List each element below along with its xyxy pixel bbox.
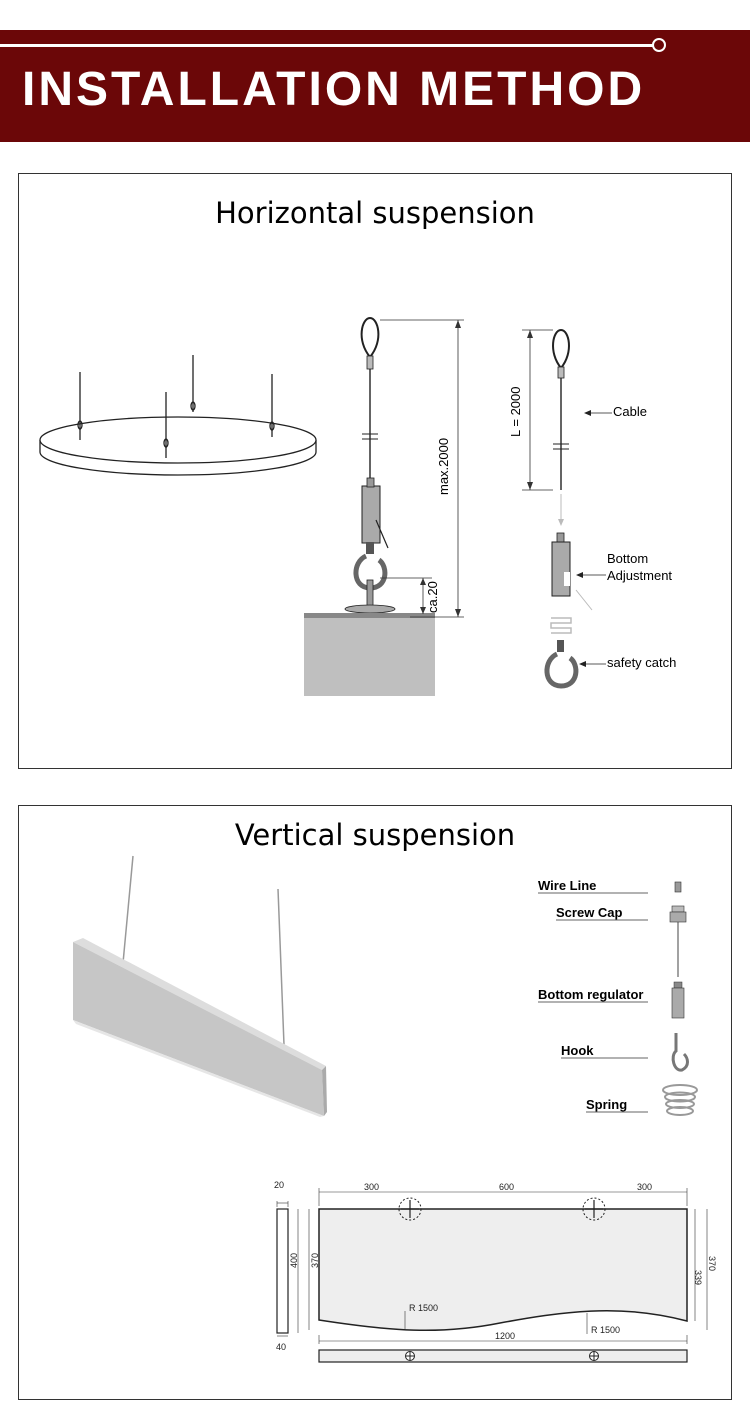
dim-height-339: 339 xyxy=(693,1270,703,1285)
safety-catch-label: safety catch xyxy=(607,655,676,670)
dim-length-1200: 1200 xyxy=(495,1331,515,1341)
dim-radius-2: R 1500 xyxy=(591,1325,620,1335)
round-panel-illustration xyxy=(39,355,317,476)
wire-line-label: Wire Line xyxy=(538,878,596,893)
dim-width-40: 40 xyxy=(276,1342,286,1352)
dim-width-20: 20 xyxy=(274,1180,284,1190)
dim-300-right: 300 xyxy=(637,1182,652,1192)
max-length-label: max.2000 xyxy=(436,438,451,495)
header-rule xyxy=(0,44,656,47)
dim-height-370-right: 370 xyxy=(707,1256,717,1271)
header-banner: INSTALLATION METHOD xyxy=(0,30,750,142)
vertical-title: Vertical suspension xyxy=(234,818,516,852)
exploded-parts: L = 2000 Cable Bottom Adjustment safety … xyxy=(508,328,676,689)
suspension-assembly: max.2000 ca.20 xyxy=(304,316,464,696)
cable-label: Cable xyxy=(613,404,647,419)
spring-label: Spring xyxy=(586,1097,627,1112)
dim-height-400: 400 xyxy=(289,1253,299,1268)
screw-cap-label: Screw Cap xyxy=(556,905,623,920)
cable-length-label: L = 2000 xyxy=(508,387,523,437)
bottom-regulator-label: Bottom regulator xyxy=(538,987,643,1002)
linear-light-illustration xyxy=(73,855,327,1117)
ca-label: ca.20 xyxy=(425,581,440,613)
horizontal-title: Horizontal suspension xyxy=(215,196,535,230)
adjustment-label: Adjustment xyxy=(607,568,672,583)
dim-600: 600 xyxy=(499,1182,514,1192)
dim-300-left: 300 xyxy=(364,1182,379,1192)
bottom-label: Bottom xyxy=(607,551,648,566)
dim-height-370: 370 xyxy=(310,1253,320,1268)
vertical-parts-list: Wire Line Screw Cap Bottom regulator Hoo… xyxy=(538,878,698,1116)
dim-radius-1: R 1500 xyxy=(409,1303,438,1313)
header-rule-end-dot xyxy=(652,38,666,52)
page-title: INSTALLATION METHOD xyxy=(22,63,646,116)
dimension-drawing: 20 40 400 370 300 600 300 R 1500 R 1500 … xyxy=(274,1180,717,1363)
hook-label: Hook xyxy=(561,1043,594,1058)
